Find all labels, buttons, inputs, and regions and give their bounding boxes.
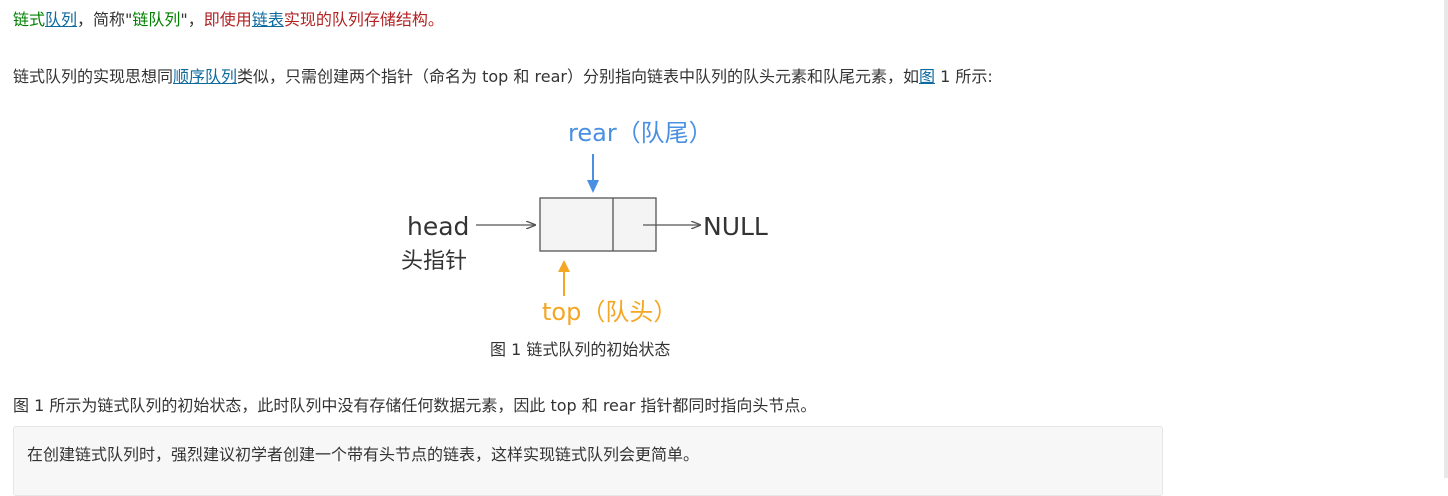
queue-initial-state-diagram: rear（队尾） head 头指针 NULL top（队头） xyxy=(401,119,768,326)
intro-paragraph: 链式队列，简称"链队列"，即使用链表实现的队列存储结构。 xyxy=(13,8,444,32)
sequential-queue-link[interactable]: 顺序队列 xyxy=(173,67,238,86)
head-label: head xyxy=(407,212,469,241)
scrollbar[interactable] xyxy=(1444,0,1448,478)
intro-text-alias: ，简称" xyxy=(77,10,133,29)
para2-text-end: 1 所示: xyxy=(934,67,993,86)
figure-link[interactable]: 图 xyxy=(918,67,935,86)
rear-label: rear（队尾） xyxy=(568,119,713,147)
head-node xyxy=(539,197,657,252)
top-label: top（队头） xyxy=(542,298,677,326)
para2-text-middle: 类似，只需创建两个指针（命名为 top 和 rear）分别指向链表中队列的队头元… xyxy=(237,67,919,86)
linked-list-link[interactable]: 链表 xyxy=(251,10,284,29)
initial-state-paragraph: 图 1 所示为链式队列的初始状态，此时队列中没有存储任何数据元素，因此 top … xyxy=(13,396,817,415)
figure-caption: 图 1 链式队列的初始状态 xyxy=(490,340,671,359)
tip-text: 在创建链式队列时，强烈建议初学者创建一个带有头节点的链表，这样实现链式队列会更简… xyxy=(27,445,700,464)
intro-text-using: 即使用 xyxy=(203,10,252,29)
intro-text-structure: 实现的队列存储结构。 xyxy=(283,10,444,29)
intro-text-chain-queue: 链队列 xyxy=(132,10,181,29)
intro-text-comma: "， xyxy=(180,10,204,29)
head-pointer-label: 头指针 xyxy=(401,249,467,274)
queue-link[interactable]: 队列 xyxy=(45,10,78,29)
top-arrow xyxy=(558,260,570,296)
tip-box: 在创建链式队列时，强烈建议初学者创建一个带有头节点的链表，这样实现链式队列会更简… xyxy=(13,426,1163,496)
implementation-paragraph: 链式队列的实现思想同顺序队列类似，只需创建两个指针（命名为 top 和 rear… xyxy=(13,65,993,89)
null-label: NULL xyxy=(703,212,768,241)
para2-text-start: 链式队列的实现思想同 xyxy=(13,67,174,86)
intro-text-chain: 链式 xyxy=(13,10,46,29)
rear-arrow xyxy=(587,154,599,193)
